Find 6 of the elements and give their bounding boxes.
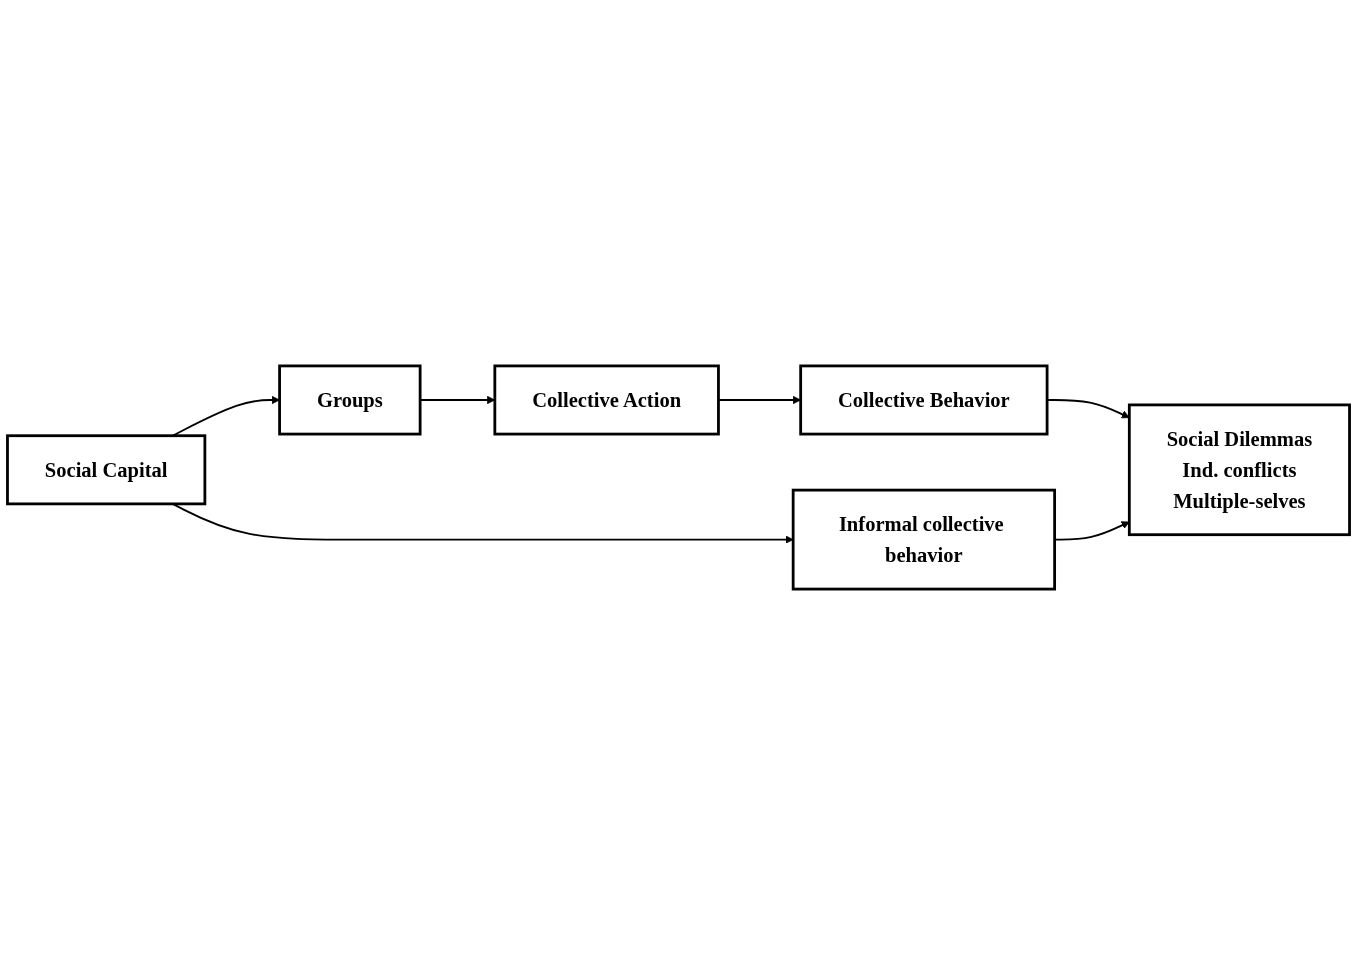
- node-box: Groups: [278, 364, 422, 436]
- node-box: Collective Action: [493, 364, 720, 436]
- node-box: Collective Behavior: [799, 364, 1049, 436]
- node-box: Social Dilemmas Ind. conflicts Multiple-selves: [1127, 403, 1351, 537]
- node-box: Social Capital: [6, 434, 207, 506]
- node-box: Informal collective behavior: [791, 488, 1056, 591]
